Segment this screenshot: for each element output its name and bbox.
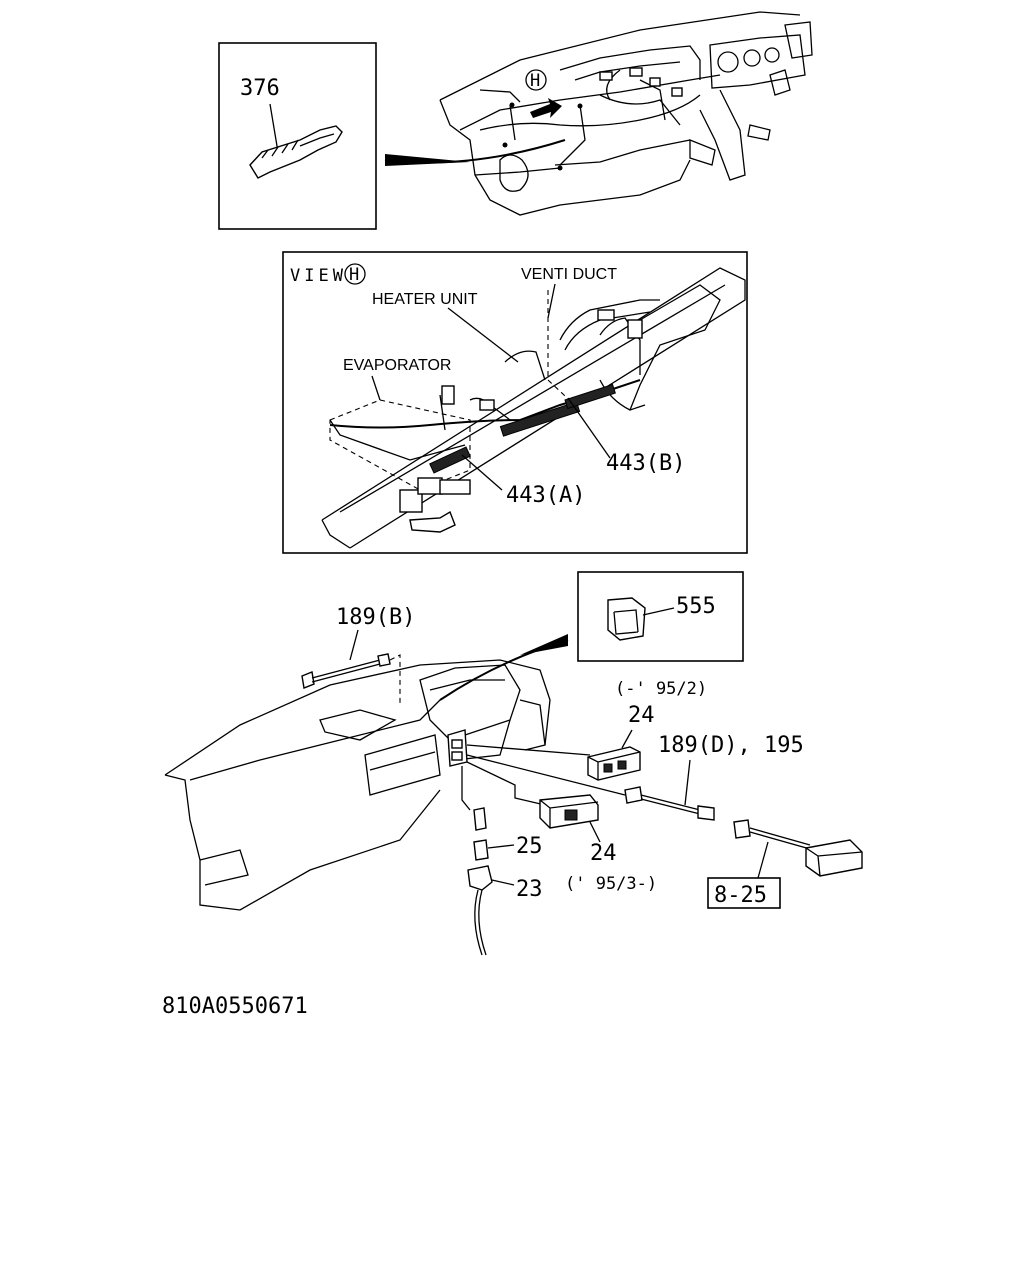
view-label: VIEW xyxy=(290,266,347,286)
label-evaporator: EVAPORATOR xyxy=(343,357,451,374)
detail-box-376: 376 xyxy=(218,42,377,230)
instrument-panel-bottom: 189(B) (-' 95/2) 24 xyxy=(164,605,863,956)
label-range-early: (-' 95/2) xyxy=(615,679,707,699)
detail-box-555: 555 xyxy=(577,571,744,662)
label-376: 376 xyxy=(240,76,280,101)
label-189b: 189(B) xyxy=(336,605,415,630)
view-letter-h: H xyxy=(349,265,359,285)
label-24-top: 24 xyxy=(628,703,655,728)
label-25: 25 xyxy=(516,834,543,859)
label-ref-8-25: 8-25 xyxy=(714,883,767,908)
label-range-late: (' 95/3-) xyxy=(565,874,657,894)
label-555: 555 xyxy=(676,594,716,619)
drawing-number: 810A0550671 xyxy=(162,994,308,1019)
label-heater-unit: HEATER UNIT xyxy=(372,291,478,308)
terminal-376 xyxy=(249,125,343,179)
label-443b: 443(B) xyxy=(606,451,685,476)
view-h-panel: VIEW H VENTI DUCT HEATER UNIT EVAPORATOR xyxy=(282,251,748,554)
label-23: 23 xyxy=(516,877,543,902)
dashboard-wiring-top: H xyxy=(439,11,813,216)
label-venti-duct: VENTI DUCT xyxy=(521,266,617,283)
label-189d-195: 189(D), 195 xyxy=(658,733,804,758)
label-443a: 443(A) xyxy=(506,483,585,508)
label-24-bottom: 24 xyxy=(590,841,617,866)
detail-marker-h: H xyxy=(530,71,540,91)
